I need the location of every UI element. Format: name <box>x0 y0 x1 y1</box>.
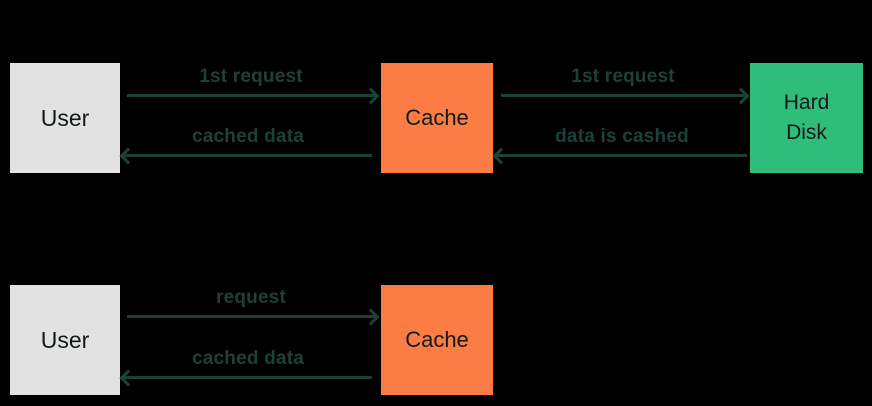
arrow-disk-to-cache-flow1-label: data is cashed <box>555 126 689 147</box>
arrow-user-to-cache-flow1-label: 1st request <box>199 66 303 87</box>
node-hard-disk: Hard Disk <box>750 63 863 173</box>
node-user-flow2: User <box>10 285 120 395</box>
arrow-left-icon <box>124 376 372 379</box>
arrow-user-to-cache-flow2: request <box>127 287 375 318</box>
arrow-left-icon <box>124 154 372 157</box>
arrow-cache-to-user-flow2-label: cached data <box>191 348 305 369</box>
arrow-right-icon <box>501 94 745 97</box>
node-hard-disk-label: Hard Disk <box>783 90 830 144</box>
arrow-user-to-cache-flow1: 1st request <box>127 66 375 97</box>
arrow-right-icon <box>127 315 375 318</box>
arrow-cache-to-user-flow1-label: cached data <box>191 126 305 147</box>
node-user-flow1-label: User <box>40 104 90 131</box>
node-cache-flow2: Cache <box>381 285 493 395</box>
arrow-right-icon <box>127 94 375 97</box>
node-user-flow1: User <box>10 63 120 173</box>
arrow-left-icon <box>497 154 747 157</box>
arrow-disk-to-cache-flow1: data is cashed <box>497 126 747 157</box>
arrow-cache-to-disk-flow1-label: 1st request <box>571 66 675 87</box>
arrow-user-to-cache-flow2-label: request <box>215 287 287 308</box>
arrow-cache-to-disk-flow1: 1st request <box>501 66 745 97</box>
node-user-flow2-label: User <box>40 326 90 353</box>
node-cache-flow1-label: Cache <box>405 105 469 130</box>
arrow-cache-to-user-flow2: cached data <box>124 348 372 379</box>
node-cache-flow2-label: Cache <box>405 327 469 352</box>
arrow-cache-to-user-flow1: cached data <box>124 126 372 157</box>
node-cache-flow1: Cache <box>381 63 493 173</box>
